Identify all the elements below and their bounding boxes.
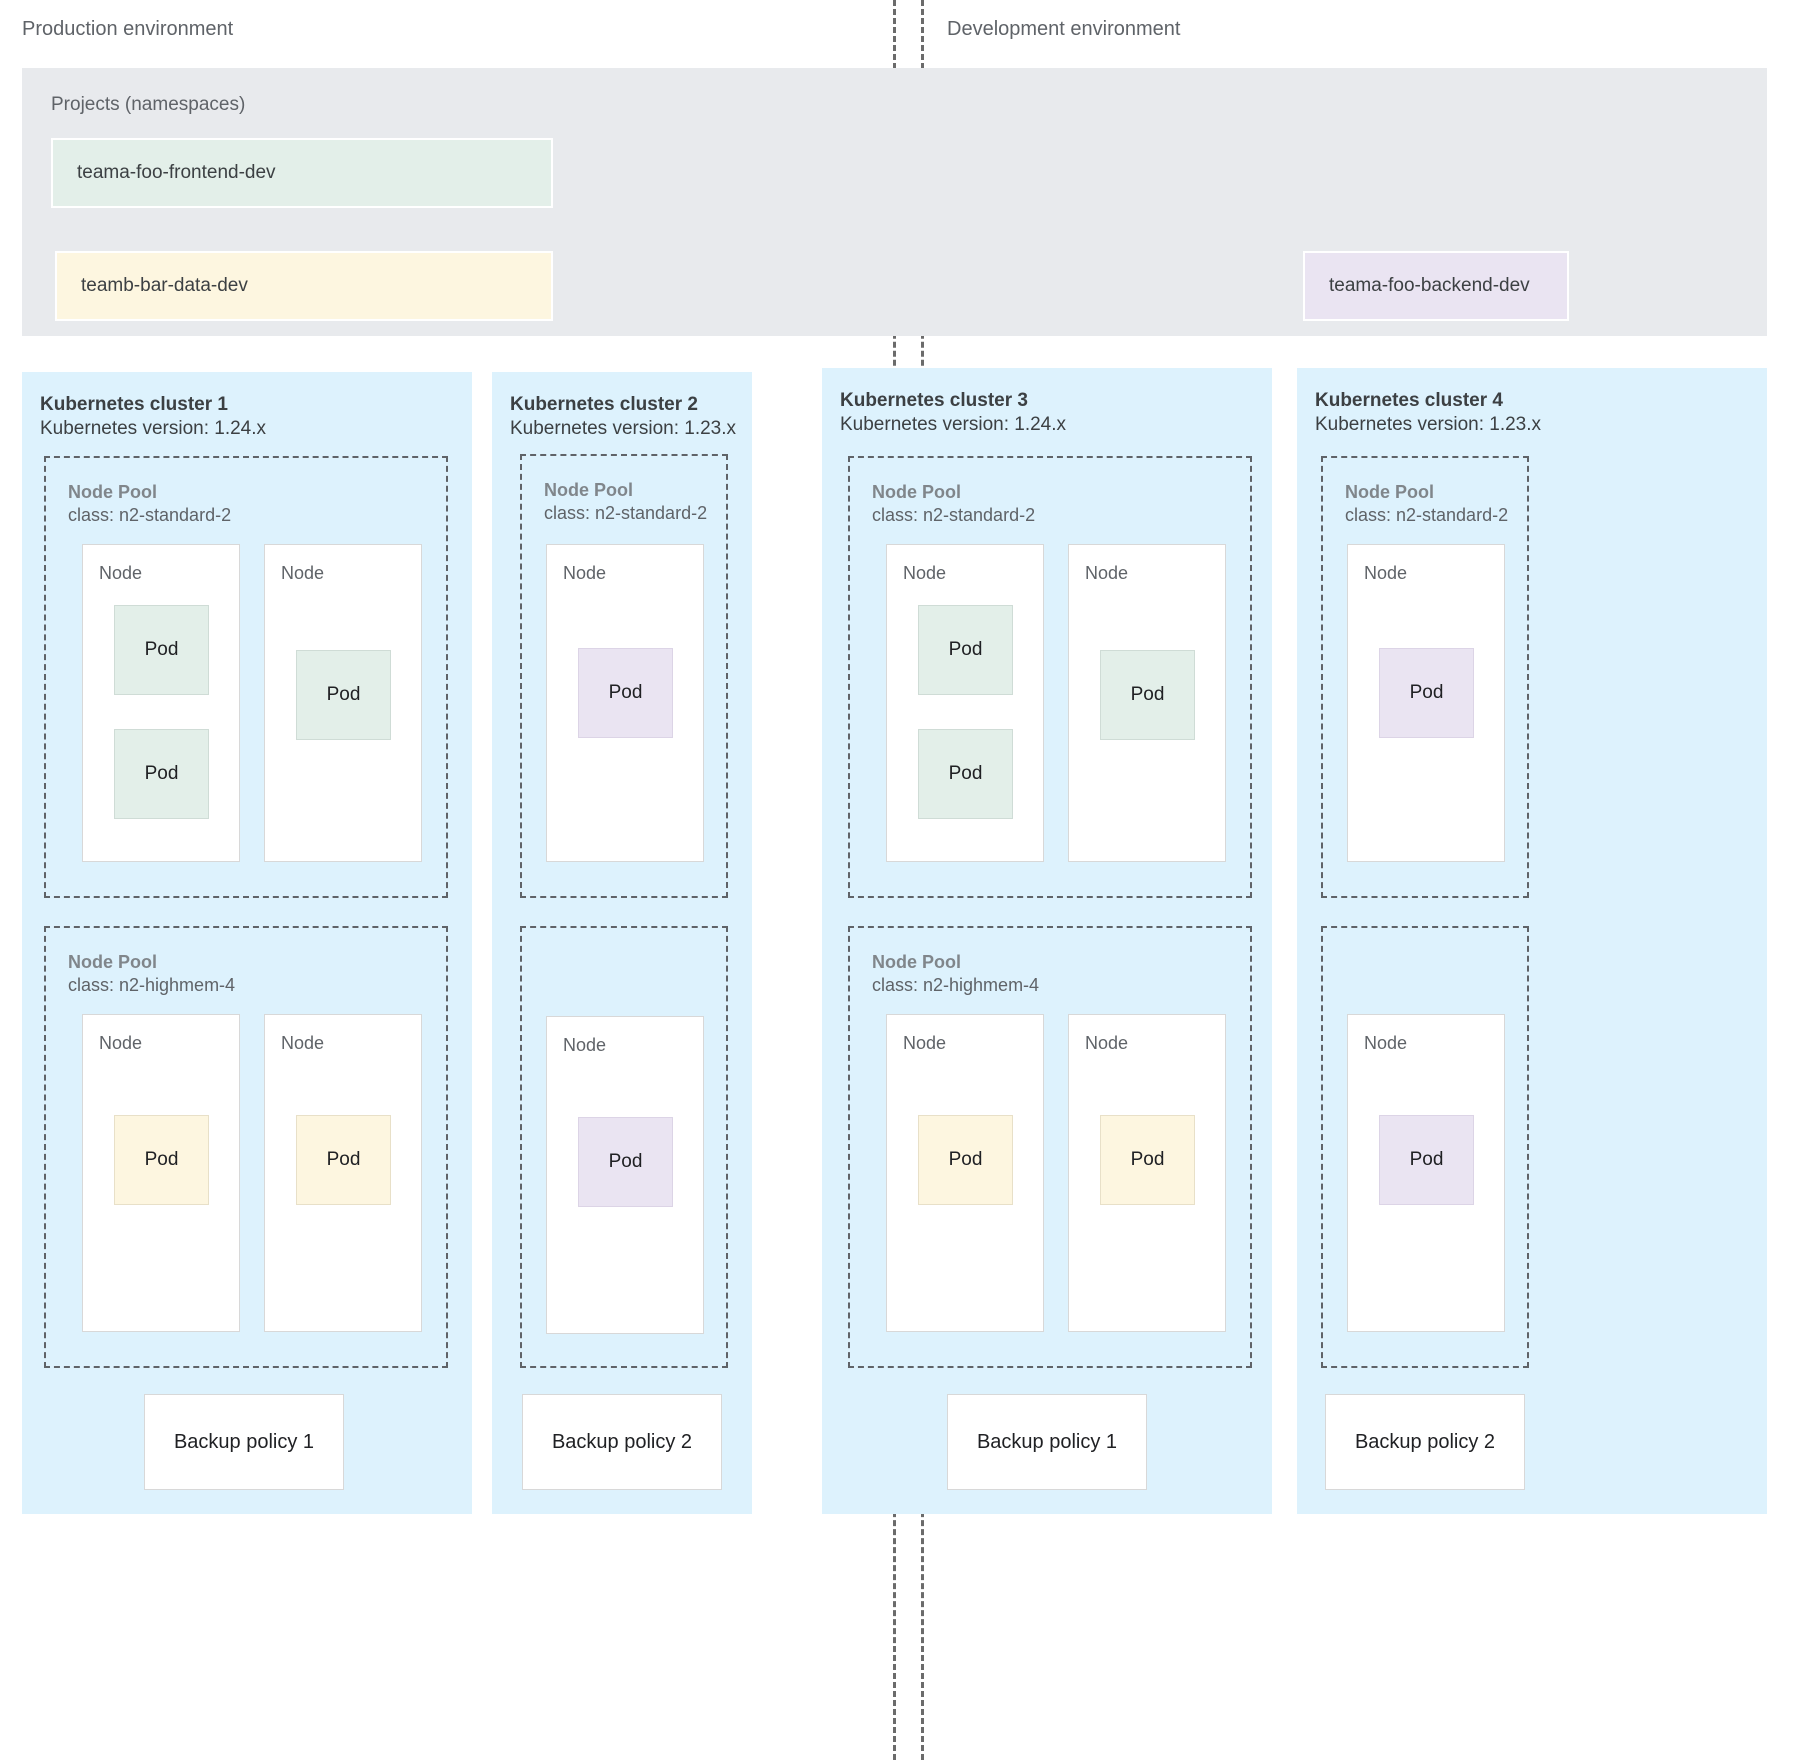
pod-box[interactable]: Pod — [578, 648, 673, 738]
pod-box[interactable]: Pod — [114, 605, 209, 695]
pod-box[interactable]: Pod — [1379, 648, 1474, 738]
node-label: Node — [1085, 563, 1129, 583]
node-pool: Node Pod — [1321, 926, 1529, 1368]
node-label: Node — [99, 563, 143, 583]
environment-development: Development environment — [920, 0, 1800, 1760]
node-pool-title: Node Pool — [68, 482, 157, 502]
namespace-box[interactable]: teama-foo-frontend-dev — [51, 138, 553, 208]
node-pool-title: Node Pool — [872, 952, 961, 972]
cluster-title: Kubernetes cluster 2 — [510, 394, 698, 415]
node-pool-title: Node Pool — [68, 952, 157, 972]
kubernetes-cluster-panel: Kubernetes cluster 1 Kubernetes version:… — [22, 372, 472, 1514]
namespace-box[interactable]: teama-foo-backend-dev — [1303, 251, 1569, 321]
environment-title-development: Development environment — [947, 18, 1181, 40]
node-label: Node — [1364, 563, 1408, 583]
pod-box[interactable]: Pod — [578, 1117, 673, 1207]
node-pool-class: class: n2-standard-2 — [1345, 505, 1509, 525]
node-label: Node — [903, 1033, 947, 1053]
environment-title-production: Production environment — [22, 18, 234, 40]
cluster-title: Kubernetes cluster 4 — [1315, 390, 1503, 411]
kubernetes-cluster-panel: Kubernetes cluster 4 Kubernetes version:… — [1297, 368, 1767, 1514]
node-pool: Node Pool class: n2-standard-2 Node Pod — [520, 454, 728, 898]
cluster-title: Kubernetes cluster 3 — [840, 390, 1028, 411]
backup-policy-box[interactable]: Backup policy 1 — [144, 1394, 344, 1490]
pod-box[interactable]: Pod — [1379, 1115, 1474, 1205]
node-pool-class: class: n2-standard-2 — [68, 505, 232, 525]
pod-box[interactable]: Pod — [918, 1115, 1013, 1205]
node-pool-title: Node Pool — [872, 482, 961, 502]
node-box[interactable]: Node Pod — [546, 544, 704, 862]
cluster-version: Kubernetes version: 1.24.x — [840, 414, 1067, 435]
node-pool: Node Pool class: n2-highmem-4 Node Pod N… — [848, 926, 1252, 1368]
pod-box[interactable]: Pod — [918, 729, 1013, 819]
pod-box[interactable]: Pod — [1100, 1115, 1195, 1205]
pod-box[interactable]: Pod — [918, 605, 1013, 695]
node-box[interactable]: Node Pod — [1347, 544, 1505, 862]
node-pool: Node Pod — [520, 926, 728, 1368]
node-label: Node — [281, 1033, 325, 1053]
pod-box[interactable]: Pod — [114, 729, 209, 819]
node-pool-title: Node Pool — [1345, 482, 1434, 502]
backup-policy-box[interactable]: Backup policy 2 — [1325, 1394, 1525, 1490]
node-label: Node — [563, 1035, 607, 1055]
environment-production: Production environment — [0, 0, 890, 1760]
node-box[interactable]: Node Pod — [1068, 544, 1226, 862]
pod-box[interactable]: Pod — [1100, 650, 1195, 740]
kubernetes-cluster-panel: Kubernetes cluster 3 Kubernetes version:… — [822, 368, 1272, 1514]
kubernetes-cluster-panel: Kubernetes cluster 2 Kubernetes version:… — [492, 372, 752, 1514]
node-box[interactable]: Node Pod Pod — [82, 544, 240, 862]
projects-panel-development: Projects (namespaces) teama-foo-frontend… — [27, 68, 1767, 336]
backup-policy-box[interactable]: Backup policy 2 — [522, 1394, 722, 1490]
node-box[interactable]: Node Pod — [546, 1016, 704, 1334]
node-pool-class: class: n2-highmem-4 — [68, 975, 236, 995]
node-label: Node — [99, 1033, 143, 1053]
cluster-version: Kubernetes version: 1.24.x — [40, 418, 267, 439]
node-box[interactable]: Node Pod — [82, 1014, 240, 1332]
pod-box[interactable]: Pod — [114, 1115, 209, 1205]
node-label: Node — [281, 563, 325, 583]
node-box[interactable]: Node Pod — [264, 544, 422, 862]
node-pool-class: class: n2-standard-2 — [872, 505, 1036, 525]
pod-box[interactable]: Pod — [296, 650, 391, 740]
node-box[interactable]: Node Pod — [886, 1014, 1044, 1332]
node-label: Node — [903, 563, 947, 583]
node-pool-class: class: n2-standard-2 — [544, 503, 708, 523]
cluster-version: Kubernetes version: 1.23.x — [510, 418, 737, 439]
node-box[interactable]: Node Pod — [1347, 1014, 1505, 1332]
node-box[interactable]: Node Pod Pod — [886, 544, 1044, 862]
pod-box[interactable]: Pod — [296, 1115, 391, 1205]
node-pool-class: class: n2-highmem-4 — [872, 975, 1040, 995]
node-pool: Node Pool class: n2-standard-2 Node Pod — [1321, 456, 1529, 898]
node-pool-title: Node Pool — [544, 480, 633, 500]
namespace-box[interactable]: teamb-bar-data-dev — [55, 251, 553, 321]
backup-policy-box[interactable]: Backup policy 1 — [947, 1394, 1147, 1490]
node-pool: Node Pool class: n2-highmem-4 Node Pod N… — [44, 926, 448, 1368]
node-pool: Node Pool class: n2-standard-2 Node Pod … — [44, 456, 448, 898]
node-label: Node — [563, 563, 607, 583]
node-box[interactable]: Node Pod — [264, 1014, 422, 1332]
node-box[interactable]: Node Pod — [1068, 1014, 1226, 1332]
node-pool: Node Pool class: n2-standard-2 Node Pod … — [848, 456, 1252, 898]
cluster-title: Kubernetes cluster 1 — [40, 394, 228, 415]
cluster-version: Kubernetes version: 1.23.x — [1315, 414, 1542, 435]
node-label: Node — [1364, 1033, 1408, 1053]
projects-panel-label-development: Projects (namespaces) — [51, 94, 246, 115]
node-label: Node — [1085, 1033, 1129, 1053]
